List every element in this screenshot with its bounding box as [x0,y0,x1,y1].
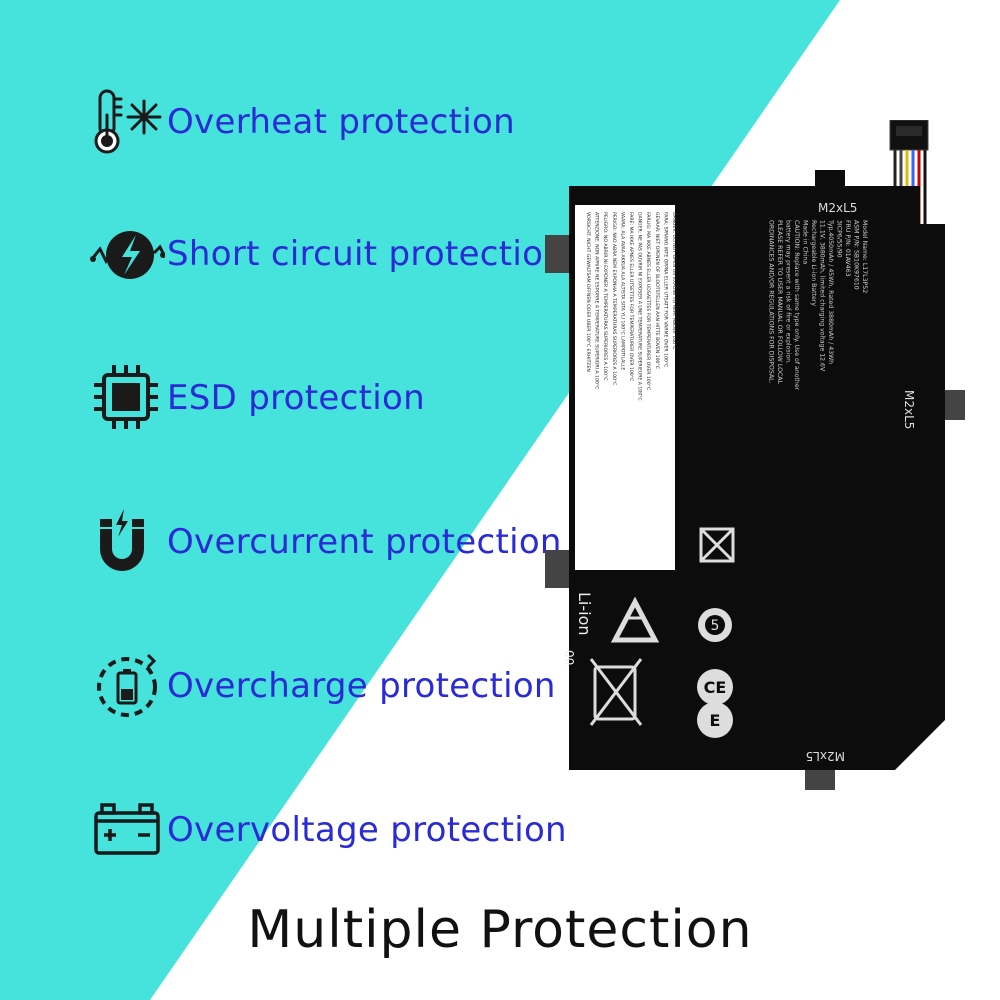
feature-label: Overvoltage protection [167,810,567,850]
crossed-bin-icon [589,658,643,726]
page-title: Multiple Protection [247,900,753,960]
feature-label: Short circuit protection [167,234,566,274]
feature-label: Overheat protection [167,102,516,142]
battery-text-line: Made in China [802,220,809,264]
short-circuit-icon [90,230,165,279]
battery-text-line: FARE: MA IKKE APNES ELLER UTSETTES FOR T… [628,212,634,381]
battery-text-line: DANGER: NE PAS OUVRIR NI EXPOSER A UNE T… [637,212,643,401]
battery-text-line: GEVAAR: NIET OPENEN OF BLOOTSTELLEN AAN … [654,212,660,369]
battery-text-line: PELIGRO: NO ABRIR NI EXPONER A TEMPERATU… [602,212,608,380]
liion-sub-label: 00 [562,650,576,665]
feature-overvoltage: Overvoltage protection [90,790,567,870]
battery-text-line: PLEASE REFER TO USER MANUAL OR FOLLOW LO… [776,220,783,385]
screw-label-right: M2xL5 [902,390,916,429]
battery-text-line: ATTENZIONE: NON APRIRE NE ESPORRE A TEMP… [594,212,600,389]
feature-label: ESD protection [167,378,425,418]
feature-overcurrent: Overcurrent protection [90,502,562,582]
warning-sticker [575,205,675,570]
feature-esd: ESD protection [90,358,425,438]
danger-text-block: DANGER: DO NOT OPEN OR EXPOSE TO HEAT AB… [585,212,677,401]
car-battery-icon [94,802,160,855]
battery-text-line: ASM P/N: SB10K97610 [853,220,860,290]
battery-text-line: Model Name: L17L3P52 [861,220,868,293]
certification-mark-icon [699,527,735,563]
battery-text-line: Typ.4050mAh / 45Wh, Rated 3880mAh / 43Wh [827,219,834,364]
battery-text-line: battery may present a risk of fire or ex… [785,220,792,364]
svg-text:CE: CE [704,678,727,697]
feature-label: Overcharge protection [167,666,556,706]
laptop-battery: M2xL5 M2xL5 M2xL5 Model Name: L17L3P52AS… [545,120,965,790]
svg-text:5: 5 [711,618,720,634]
mount-tab [545,550,569,588]
battery-text-line: FARLIG: MA IKKE ABNES ELLER UDSAETTES FO… [645,212,651,390]
battery-text-line: ORDINANCES AND/OR REGULATIONS FOR DISPOS… [768,220,775,384]
magnet-lightning-icon [100,508,144,571]
screw-label-bottom: M2xL5 [806,749,845,763]
feature-short-circuit: Short circuit protection [90,214,565,294]
battery-text-line: FARA: SPRANG INTE OPPNA ELLER UTSATT FOR… [662,212,668,367]
battery-text-line: 11.1V, 3880mAh, limited charging voltage… [819,220,826,372]
thermometer-snowflake-icon [94,89,162,153]
recycle-icon [610,596,660,643]
battery-text-line: VORSICHT: NICHT GEWALTSAM OFFNEN ODER UB… [585,212,591,372]
e-mark-icon: E [697,702,733,738]
battery-text-line: VAARA: ALA AVAA AKKUA ALA ALTISTA SITA Y… [619,212,625,370]
screw-label-top: M2xL5 [818,201,857,215]
battery-text-line: CAUTION: Replace with same type only. Us… [793,220,800,391]
feature-overcharge: Overcharge protection [90,646,556,726]
battery-text-line: Rechargeable Li-ion Battery [810,220,817,306]
recycle-5-icon: 5 [698,608,732,642]
mount-tab [545,235,569,273]
ce-mark-icon: CE [697,669,733,705]
battery-text-line: PERIGO: NAO ABRA NEM EXPONHA A TEMPERATU… [611,212,617,385]
battery-charging-icon [97,653,157,717]
feature-label: Overcurrent protection [167,522,562,562]
battery-text-line: 3ICP6/55/90 [836,220,843,258]
battery-text-line: DANGER: DO NOT OPEN OR EXPOSE TO HEAT AB… [671,212,677,349]
battery-text-line: FRU P/N: 01AV463 [844,220,851,277]
svg-text:E: E [710,711,721,730]
chip-icon [94,364,158,429]
liion-label: Li-ion [575,592,594,636]
feature-overheat: Overheat protection [90,82,515,162]
